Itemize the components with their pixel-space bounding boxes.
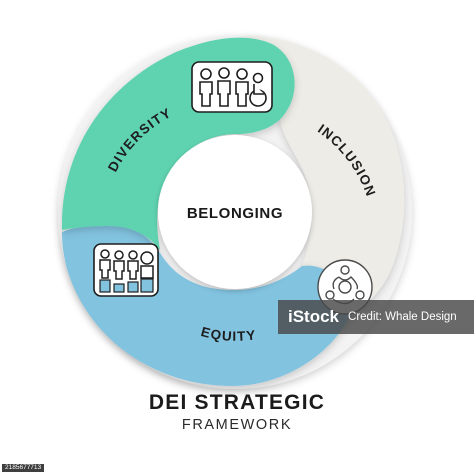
image-id-tag: 2185677713: [2, 464, 45, 472]
framework-subtitle: FRAMEWORK: [181, 417, 293, 433]
center-label: BELONGING: [187, 205, 283, 222]
watermark-credit: Credit: Whale Design: [348, 311, 457, 323]
stock-watermark: iStock Credit: Whale Design: [278, 300, 474, 334]
watermark-brand: iStock: [288, 307, 340, 326]
people-on-steps-icon: [93, 243, 159, 297]
label-equity: EQUITY: [199, 324, 257, 344]
framework-title: DEI STRATEGIC: [148, 391, 326, 414]
people-with-wheelchair-icon: [191, 61, 273, 113]
center-circle: [158, 135, 312, 289]
